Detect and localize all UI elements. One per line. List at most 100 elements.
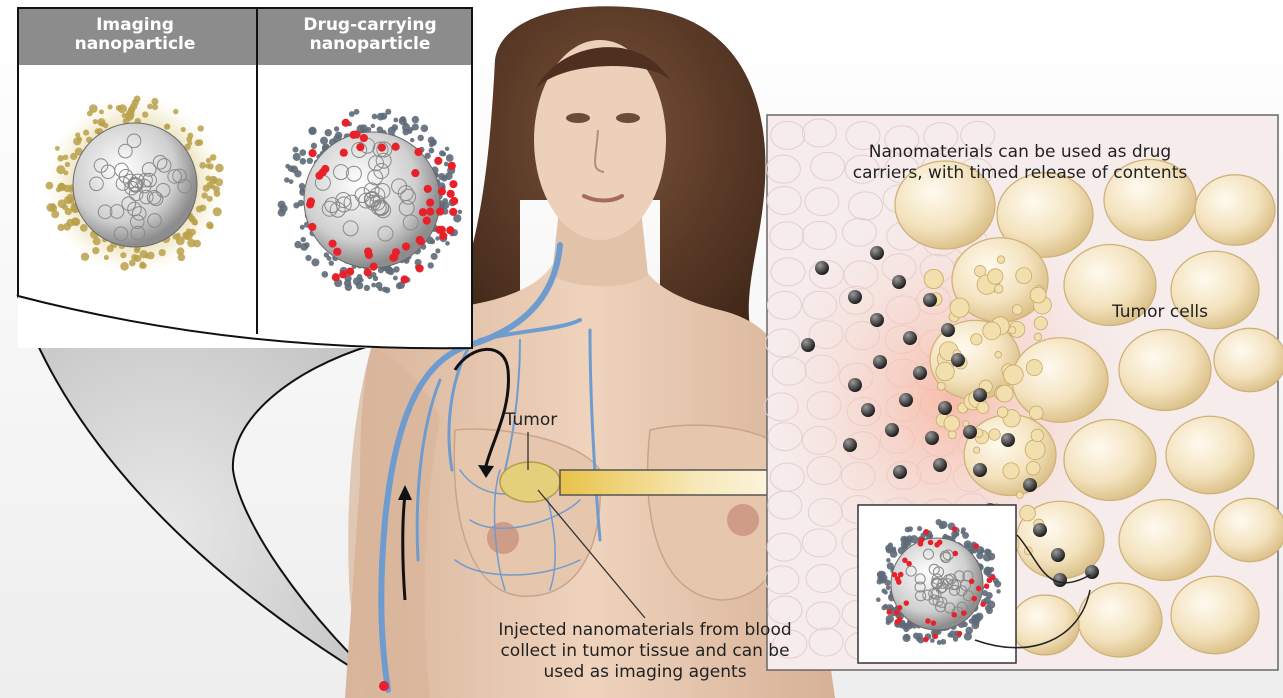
cage-molecule — [373, 276, 378, 281]
cage-molecule — [458, 210, 463, 215]
coating-molecule — [187, 239, 196, 248]
drug-payload — [951, 612, 957, 618]
cage-molecule — [445, 147, 449, 151]
cage-molecule — [887, 562, 894, 569]
cage-molecule — [961, 527, 966, 532]
cage-molecule — [441, 152, 446, 157]
drug-droplet — [1003, 463, 1019, 479]
tumor-cell — [1195, 175, 1275, 245]
drug-payload — [370, 263, 378, 271]
drug-droplet — [1030, 287, 1046, 303]
coating-molecule — [128, 106, 135, 113]
left-eye — [566, 113, 590, 123]
cage-molecule — [427, 262, 433, 268]
drug-payload — [426, 208, 434, 216]
tumor-cell — [1064, 420, 1156, 501]
drug-droplet — [995, 351, 1002, 358]
cage-molecule — [309, 127, 316, 134]
cage-molecule — [902, 634, 910, 642]
cage-molecule — [300, 225, 305, 230]
coating-molecule — [65, 208, 72, 215]
coating-molecule — [197, 139, 204, 146]
nanoparticle — [848, 378, 862, 392]
coating-molecule — [206, 158, 211, 163]
tumor-cell — [1214, 498, 1283, 561]
nanoparticle — [941, 323, 955, 337]
cage-molecule — [905, 527, 911, 533]
drug-payload — [392, 143, 400, 151]
nanoparticle — [933, 458, 947, 472]
nanoparticle — [892, 275, 906, 289]
coating-molecule — [70, 153, 77, 160]
drug-payload — [925, 618, 931, 624]
drug-droplet — [983, 322, 1001, 340]
drug-droplet — [996, 385, 1013, 402]
cage-molecule — [375, 282, 382, 289]
drug-droplet — [988, 269, 1003, 284]
drug-payload — [923, 529, 929, 535]
drug-droplet — [1026, 461, 1040, 475]
cage-molecule — [388, 127, 396, 135]
cage-molecule — [372, 114, 378, 120]
drug-carrying-nanoparticle-header: Drug-carrying nanoparticle — [290, 16, 450, 54]
drug-droplet — [1009, 327, 1016, 334]
cage-molecule — [345, 284, 352, 291]
coating-molecule — [134, 247, 140, 253]
coating-molecule — [196, 205, 203, 212]
drug-payload — [308, 223, 316, 231]
nanoparticle — [1053, 573, 1067, 587]
coating-molecule — [214, 190, 221, 197]
coating-molecule — [50, 203, 55, 208]
coating-molecule — [55, 146, 60, 151]
cage-molecule — [285, 164, 290, 169]
drug-droplet — [971, 334, 982, 345]
cage-molecule — [881, 588, 886, 593]
drug-payload — [438, 226, 446, 234]
coating-molecule — [46, 182, 54, 190]
drug-payload — [953, 551, 959, 557]
coating-molecule — [118, 104, 127, 113]
coating-molecule — [120, 252, 126, 258]
tumor-panel — [764, 115, 1283, 670]
drug-droplet — [994, 285, 1003, 294]
cage-molecule — [886, 558, 890, 562]
nanoparticle — [1001, 433, 1015, 447]
injected-line-2: collect in tumor tissue and can be — [455, 641, 835, 662]
cage-molecule — [321, 271, 328, 278]
cage-molecule — [371, 283, 376, 288]
cage-molecule — [305, 255, 311, 261]
coating-molecule — [199, 162, 206, 169]
nanoparticle — [923, 293, 937, 307]
coating-molecule — [207, 163, 213, 169]
cage-molecule — [311, 143, 317, 149]
cage-molecule — [410, 138, 414, 142]
cage-molecule — [293, 153, 301, 161]
cage-molecule — [431, 253, 438, 260]
cage-molecule — [435, 248, 440, 253]
cage-molecule — [886, 547, 892, 553]
nanoparticle — [951, 353, 965, 367]
drug-droplet — [1016, 268, 1032, 284]
drug-payload — [417, 237, 425, 245]
drug-payload — [973, 543, 979, 549]
tumor-cell — [1171, 576, 1259, 653]
coating-molecule — [215, 164, 224, 173]
drug-droplet — [1020, 505, 1036, 521]
drug-payload — [352, 130, 360, 138]
nanoparticle — [925, 431, 939, 445]
coating-molecule — [71, 217, 79, 225]
cage-molecule — [973, 614, 981, 622]
cage-molecule — [445, 241, 450, 246]
coating-molecule — [147, 104, 153, 110]
cage-molecule — [301, 237, 306, 242]
tumor — [500, 462, 560, 502]
coating-molecule — [193, 220, 198, 225]
drug-payload — [990, 575, 996, 581]
coating-molecule — [197, 125, 203, 131]
cage-molecule — [886, 585, 891, 590]
nanoparticle-panels — [18, 8, 472, 348]
imaging-nanoparticle-header: Imaging nanoparticle — [60, 16, 210, 54]
drug-payload — [392, 248, 400, 256]
cage-molecule — [412, 116, 419, 123]
